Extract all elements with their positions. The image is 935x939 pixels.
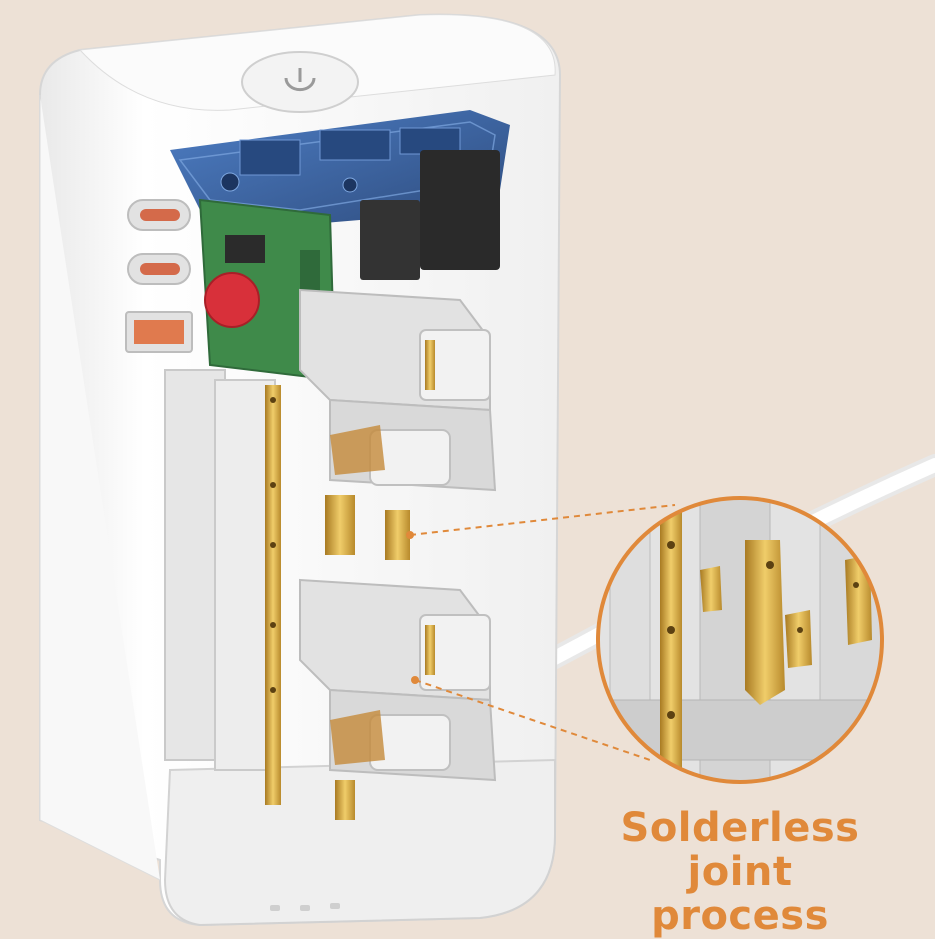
callout-lines bbox=[406, 504, 676, 761]
socket-module-bottom bbox=[299, 578, 497, 782]
brass-bus-bar bbox=[265, 340, 435, 820]
power-button bbox=[241, 51, 359, 113]
pcb-module bbox=[170, 110, 510, 382]
power-icon bbox=[284, 68, 316, 92]
port-stack bbox=[125, 199, 193, 353]
socket-module-top bbox=[299, 288, 497, 492]
usb-c-port-icon bbox=[127, 253, 191, 285]
caption-line-1: Solderless bbox=[620, 805, 860, 851]
usb-a-port-icon bbox=[125, 311, 193, 353]
caption-line-2: joint process bbox=[651, 849, 829, 939]
usb-c-port-icon bbox=[127, 199, 191, 231]
zoom-inset bbox=[596, 496, 884, 784]
socket-assembly bbox=[164, 288, 497, 820]
